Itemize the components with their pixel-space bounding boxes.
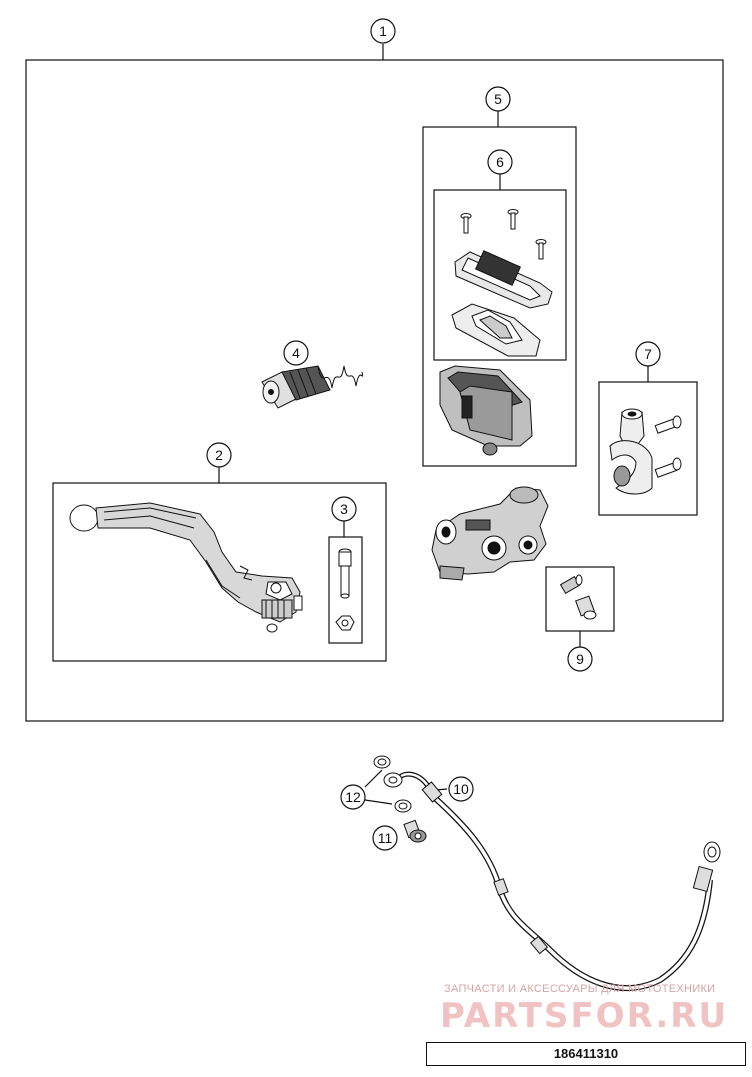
- watermark-logo: PARTSFOR.RU: [440, 996, 729, 1036]
- piston-assembly: [261, 365, 363, 409]
- callout-9-label: 9: [576, 651, 584, 667]
- callout-7-label: 7: [644, 346, 652, 362]
- callout-10-label: 10: [453, 781, 469, 797]
- callout-11-label: 11: [378, 830, 393, 846]
- bolt-icon: [654, 457, 682, 478]
- callout-9: [567, 646, 593, 672]
- callout-12: [340, 784, 366, 810]
- callout-1-label: 1: [379, 23, 387, 39]
- callout-6-label: 6: [496, 154, 504, 170]
- callout-5: [485, 86, 511, 112]
- callout-3: [331, 496, 357, 522]
- callout-2: [206, 442, 232, 468]
- callout-11: [372, 825, 398, 851]
- callout-12-label: 12: [345, 789, 361, 805]
- callout-3-label: 3: [340, 501, 348, 517]
- callout-7: [635, 341, 661, 367]
- assembly-box-1: [25, 59, 724, 722]
- callout-4: [283, 340, 309, 366]
- lever-pin: [335, 548, 355, 631]
- reservoir-cover-parts: [451, 209, 553, 357]
- clutch-hose: [383, 771, 721, 991]
- reservoir-box-5: [422, 126, 577, 467]
- callout-1: [370, 18, 396, 44]
- watermark-tagline: ЗАПЧАСТИ И АКСЕССУАРЫ ДЛЯ МОТОТЕХНИКИ: [444, 983, 716, 995]
- callout-4-label: 4: [292, 345, 300, 361]
- pin-box-3: [328, 536, 363, 644]
- screw-icon: [535, 239, 547, 260]
- callout-6: [487, 149, 513, 175]
- screw-icon: [460, 213, 472, 234]
- diagram-part-number: 186411310: [426, 1042, 746, 1066]
- callout-5-label: 5: [494, 91, 502, 107]
- screw-icon: [507, 209, 519, 230]
- handlebar-clamp: [609, 408, 682, 495]
- master-cylinder-body: [431, 486, 549, 581]
- bolt-icon: [654, 415, 682, 434]
- callout-10: [448, 776, 474, 802]
- clutch-lever: [69, 502, 303, 633]
- sealing-washers: [373, 755, 412, 813]
- banjo-bolt: [403, 819, 427, 843]
- callout-2-label: 2: [215, 447, 223, 463]
- bleed-fittings: [559, 574, 597, 620]
- reservoir-body: [439, 365, 533, 456]
